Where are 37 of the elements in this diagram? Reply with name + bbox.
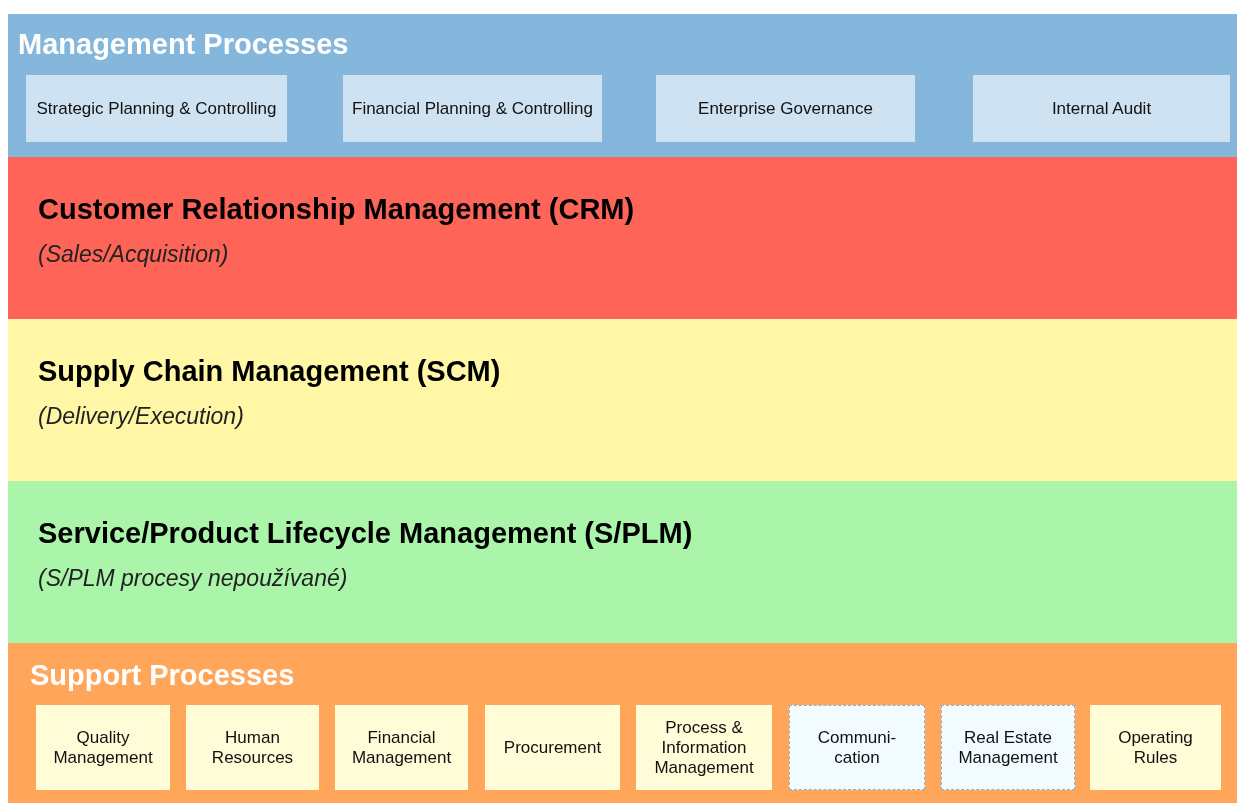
process-label: Strategic Planning & Controlling xyxy=(36,98,277,119)
process-box xyxy=(36,705,170,790)
process-label: Operating Rules xyxy=(1117,727,1194,768)
process-box xyxy=(335,705,468,790)
band-title: Support Processes xyxy=(30,659,295,692)
band-subtitle: (Sales/Acquisition) xyxy=(38,241,229,268)
process-box xyxy=(789,705,925,790)
band-title: Supply Chain Management (SCM) xyxy=(38,355,501,388)
process-box xyxy=(186,705,319,790)
process-label: Internal Audit xyxy=(1051,98,1152,119)
process-box xyxy=(941,705,1075,790)
process-label: Financial Planning & Controlling xyxy=(352,98,593,119)
process-label: Communi- cation xyxy=(816,727,898,768)
band-title: Management Processes xyxy=(18,28,349,61)
process-label: Enterprise Governance xyxy=(698,98,873,119)
process-box xyxy=(343,75,602,142)
process-label: Process & Information Management xyxy=(653,717,755,778)
process-label: Human Resources xyxy=(210,727,295,768)
process-band xyxy=(8,157,1237,319)
process-label: Quality Management xyxy=(52,727,154,768)
process-band xyxy=(8,14,1237,157)
process-box xyxy=(656,75,915,142)
process-box xyxy=(26,75,287,142)
process-band xyxy=(8,643,1237,803)
band-subtitle: (Delivery/Execution) xyxy=(38,403,244,430)
band-title: Service/Product Lifecycle Management (S/PLM) xyxy=(38,517,693,550)
process-band xyxy=(8,319,1237,481)
process-band xyxy=(8,481,1237,643)
process-box xyxy=(973,75,1230,142)
process-label: Procurement xyxy=(503,737,602,758)
process-box xyxy=(1090,705,1221,790)
process-label: Financial Management xyxy=(350,727,453,768)
process-label: Real Estate Management xyxy=(957,727,1059,768)
process-box xyxy=(636,705,772,790)
process-box xyxy=(485,705,620,790)
band-title: Customer Relationship Management (CRM) xyxy=(38,193,635,226)
band-subtitle: (S/PLM procesy nepoužívané) xyxy=(38,565,348,592)
